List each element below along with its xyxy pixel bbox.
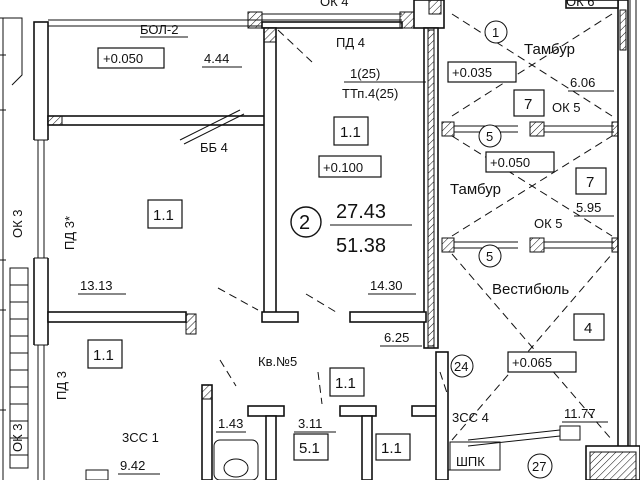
label-room-hall: 1.1 <box>335 375 356 392</box>
label-ok6: ОК 6 <box>566 0 595 9</box>
label-circle5-a: 5 <box>486 129 493 144</box>
label-elev-vest: +0.065 <box>512 355 552 370</box>
label-area-hall: 6.25 <box>384 330 409 345</box>
label-room-bb: 1.1 <box>340 124 361 141</box>
tag-circle-5a <box>478 124 502 148</box>
label-door-ref-a: 1(25) <box>350 66 380 81</box>
label-circle24: 24 <box>454 359 468 374</box>
label-bol2: БОЛ-2 <box>140 22 178 37</box>
label-tambur2: Тамбур <box>450 181 501 198</box>
label-area-left: 13.13 <box>80 278 113 293</box>
label-apt-area-living: 27.43 <box>336 201 386 223</box>
label-area-vest: 11.77 <box>564 406 596 421</box>
label-area-bol: 4.44 <box>204 51 229 66</box>
label-room-corr: 1.1 <box>381 440 402 457</box>
label-room-tambur2: 7 <box>586 174 594 191</box>
label-area-tambur2: 5.95 <box>576 200 601 215</box>
label-area-wc: 1.43 <box>218 416 243 431</box>
label-tambur1: Тамбур <box>524 41 575 58</box>
label-circle27: 27 <box>532 459 546 474</box>
label-pd3-star: ПД 3* <box>62 216 77 250</box>
label-room-bottom-left: 1.1 <box>93 347 114 364</box>
label-zss1: 3СС 1 <box>122 430 159 445</box>
apt-number-circle <box>290 206 322 238</box>
label-bb4: ББ 4 <box>200 140 228 155</box>
label-ok3-top: ОК 3 <box>10 209 25 238</box>
label-apt-num: 2 <box>299 212 310 234</box>
label-room-bath: 5.1 <box>299 440 320 457</box>
label-door-ref-b: ТТп.4(25) <box>342 86 398 101</box>
label-room-vest: 4 <box>584 320 592 337</box>
label-area-bottom-left: 9.42 <box>120 458 145 473</box>
label-elev-tambur1: +0.035 <box>452 65 492 80</box>
label-elev-tambur2: +0.050 <box>490 155 530 170</box>
label-circle5-b: 5 <box>486 249 493 264</box>
tag-circle-24 <box>450 354 474 378</box>
label-room-tambur1: 7 <box>524 96 532 113</box>
label-pd3: ПД 3 <box>54 371 69 400</box>
tag-circle-1 <box>484 20 508 44</box>
label-apt-area-total: 51.38 <box>336 235 386 257</box>
label-ok4: ОК 4 <box>320 0 349 9</box>
labels: ОК 4 ОК 6 БОЛ-2 +0.050 4.44 ПД 4 1(25) Т… <box>10 0 614 479</box>
door-swings <box>217 13 613 441</box>
tag-circle-5b <box>478 244 502 268</box>
label-zss4: 3СС 4 <box>452 410 489 425</box>
label-circle1: 1 <box>492 25 499 40</box>
label-area-bath: 3.11 <box>298 416 322 431</box>
label-shpk: ШПК <box>456 454 485 469</box>
label-area-tambur1: 6.06 <box>570 75 595 90</box>
tag-circle-27 <box>527 453 553 479</box>
label-room-left: 1.1 <box>153 207 174 224</box>
label-ok3-bottom: ОК 3 <box>10 423 25 452</box>
label-ok5-a: ОК 5 <box>552 100 581 115</box>
label-elev-bb: +0.100 <box>323 160 363 175</box>
label-elev-bol: +0.050 <box>103 51 143 66</box>
label-pd4: ПД 4 <box>336 35 365 50</box>
label-apt: Кв.№5 <box>258 354 297 369</box>
label-ok5-b: ОК 5 <box>534 216 563 231</box>
label-area-bb: 14.30 <box>370 278 403 293</box>
label-vestibule: Вестибюль <box>492 281 569 298</box>
